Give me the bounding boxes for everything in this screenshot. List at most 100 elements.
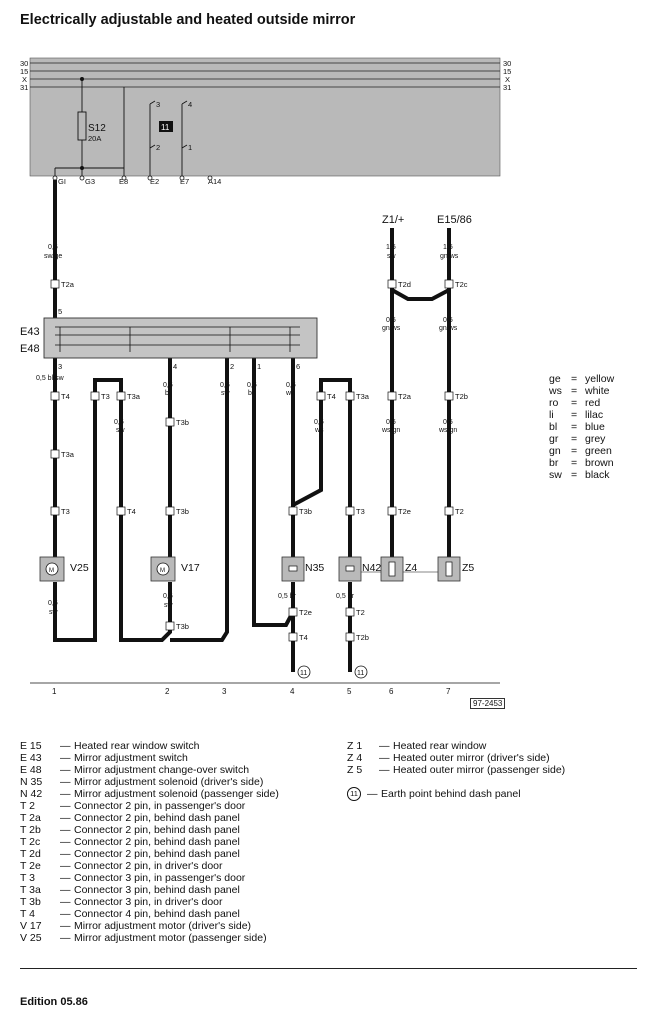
connector-box: T2d: [387, 279, 411, 289]
wire-label: bl: [165, 390, 171, 397]
colour-name: lilac: [585, 409, 604, 421]
legend-desc: Mirror adjustment solenoid (driver's sid…: [74, 776, 264, 788]
connector-label: T2b: [356, 633, 369, 642]
legend-desc: Connector 2 pin, behind dash panel: [74, 812, 240, 824]
earth-point-5: 11: [354, 665, 368, 679]
legend-dash: —: [60, 872, 71, 884]
legend-row: Z 5—Heated outer mirror (passenger side): [347, 764, 565, 776]
wire-label: 0,5: [386, 419, 396, 426]
connector-box: T2b: [345, 632, 369, 642]
colour-row: br=brown: [549, 457, 614, 469]
relay-number: 11: [161, 123, 170, 132]
legend-code: Z 1: [347, 740, 363, 752]
legend-desc: Mirror adjustment motor (passenger side): [74, 932, 267, 944]
wire-label: sw/ge: [44, 253, 62, 260]
legend-desc: Connector 2 pin, behind dash panel: [74, 848, 240, 860]
wire-label: 0,5: [163, 593, 173, 600]
component-label-z4: Z4: [405, 562, 417, 574]
wire-label: 0,5: [163, 382, 173, 389]
wire-label: 0,5 br: [336, 593, 355, 600]
legend-code: T 2b: [20, 824, 41, 836]
wire-label: gn/ws: [382, 325, 401, 332]
column-number: 6: [389, 687, 394, 696]
terminal-a14: A14: [208, 177, 221, 186]
heater-z5: Z5: [437, 556, 474, 582]
terminal-e8: E8: [119, 177, 128, 186]
connector-box: T3: [345, 506, 365, 516]
connector-box: T3a: [345, 391, 370, 401]
switch-pin: 6: [296, 362, 300, 371]
legend-code: V 17: [20, 920, 42, 932]
legend-code: V 25: [20, 932, 42, 944]
terminal-dot: [147, 175, 153, 181]
legend-desc: Connector 2 pin, behind dash panel: [74, 824, 240, 836]
wire-label: ws: [285, 390, 295, 397]
connector-box: T2a: [50, 279, 75, 289]
relay-number-box: [159, 121, 173, 132]
wire-label: ws/gn: [438, 427, 457, 434]
bus-label-15-right: 15: [503, 67, 511, 76]
legend-dash: —: [60, 920, 71, 932]
column-number: 7: [446, 687, 451, 696]
wire-label: sw: [49, 609, 59, 616]
source-z1: Z1/+: [382, 214, 404, 226]
column-number: 4: [290, 687, 295, 696]
legend-dash: —: [60, 932, 71, 944]
relay-pin: 2: [156, 143, 160, 152]
svg-text:M: M: [49, 568, 54, 574]
wire-label: 1,5: [386, 244, 396, 251]
wire-label: 0,5 bl/sw: [36, 375, 65, 382]
colour-code: ro: [549, 397, 559, 409]
legend-row: T 2—Connector 2 pin, in passenger's door: [20, 800, 245, 812]
equals-sign: =: [571, 409, 578, 421]
legend-dash: —: [60, 836, 71, 848]
wire-label: gn/ws: [439, 325, 458, 332]
legend-code: T 4: [20, 908, 35, 920]
connector-box: T3b: [288, 506, 312, 516]
connector-box: T4: [316, 391, 336, 401]
connector-box: T2e: [288, 607, 312, 617]
wire-label: ws: [314, 427, 324, 434]
wire-harness: [53, 180, 451, 672]
legend-desc: Mirror adjustment change-over switch: [74, 764, 250, 776]
equals-sign: =: [571, 445, 578, 457]
terminal-gi: GI: [58, 177, 66, 186]
fuse-relay-panel: [29, 57, 501, 177]
legend-row: T 2d—Connector 2 pin, behind dash panel: [20, 848, 240, 860]
legend-dash: —: [60, 908, 71, 920]
legend-desc: Heated outer mirror (driver's side): [393, 752, 550, 764]
legend-dash: —: [60, 752, 71, 764]
bus-labels-right: 30 15 X 31: [503, 59, 511, 92]
legend-dash: —: [60, 740, 71, 752]
equals-sign: =: [571, 433, 578, 445]
bus-label-x-left: X: [22, 75, 27, 84]
wire-label: 0,5: [286, 382, 296, 389]
legend-code: Z 4: [347, 752, 363, 764]
connector-box: T4: [116, 506, 136, 516]
motor-v17: M V17: [150, 556, 200, 582]
legend-desc: Heated outer mirror (passenger side): [393, 764, 566, 776]
legend-code: T 2e: [20, 860, 41, 872]
legend-desc: Mirror adjustment motor (driver's side): [74, 920, 252, 932]
earth-legend-row: 11—Earth point behind dash panel: [347, 787, 521, 801]
legend-row: T 2a—Connector 2 pin, behind dash panel: [20, 812, 240, 824]
wire-label: 0,5: [314, 419, 324, 426]
wire-label: 0,5 br: [278, 593, 297, 600]
wire-label: br: [248, 390, 255, 397]
connector-label: T2: [356, 608, 365, 617]
junction-dot: [80, 77, 84, 81]
colour-name: brown: [585, 457, 614, 469]
terminal-g3: G3: [85, 177, 95, 186]
colour-name: white: [585, 385, 610, 397]
connector-label: T3a: [356, 392, 370, 401]
connector-box: T4: [50, 391, 70, 401]
wire-label: sw: [221, 390, 231, 397]
colour-row: sw=black: [549, 469, 614, 481]
wire-label: ws/gn: [381, 427, 400, 434]
colour-code: ge: [549, 373, 561, 385]
colour-code: sw: [549, 469, 562, 481]
connector-box: T2: [444, 506, 464, 516]
connector-label: T3b: [176, 507, 189, 516]
earth-point-4: 11: [297, 665, 311, 679]
solenoid-n35: N35: [281, 556, 324, 582]
